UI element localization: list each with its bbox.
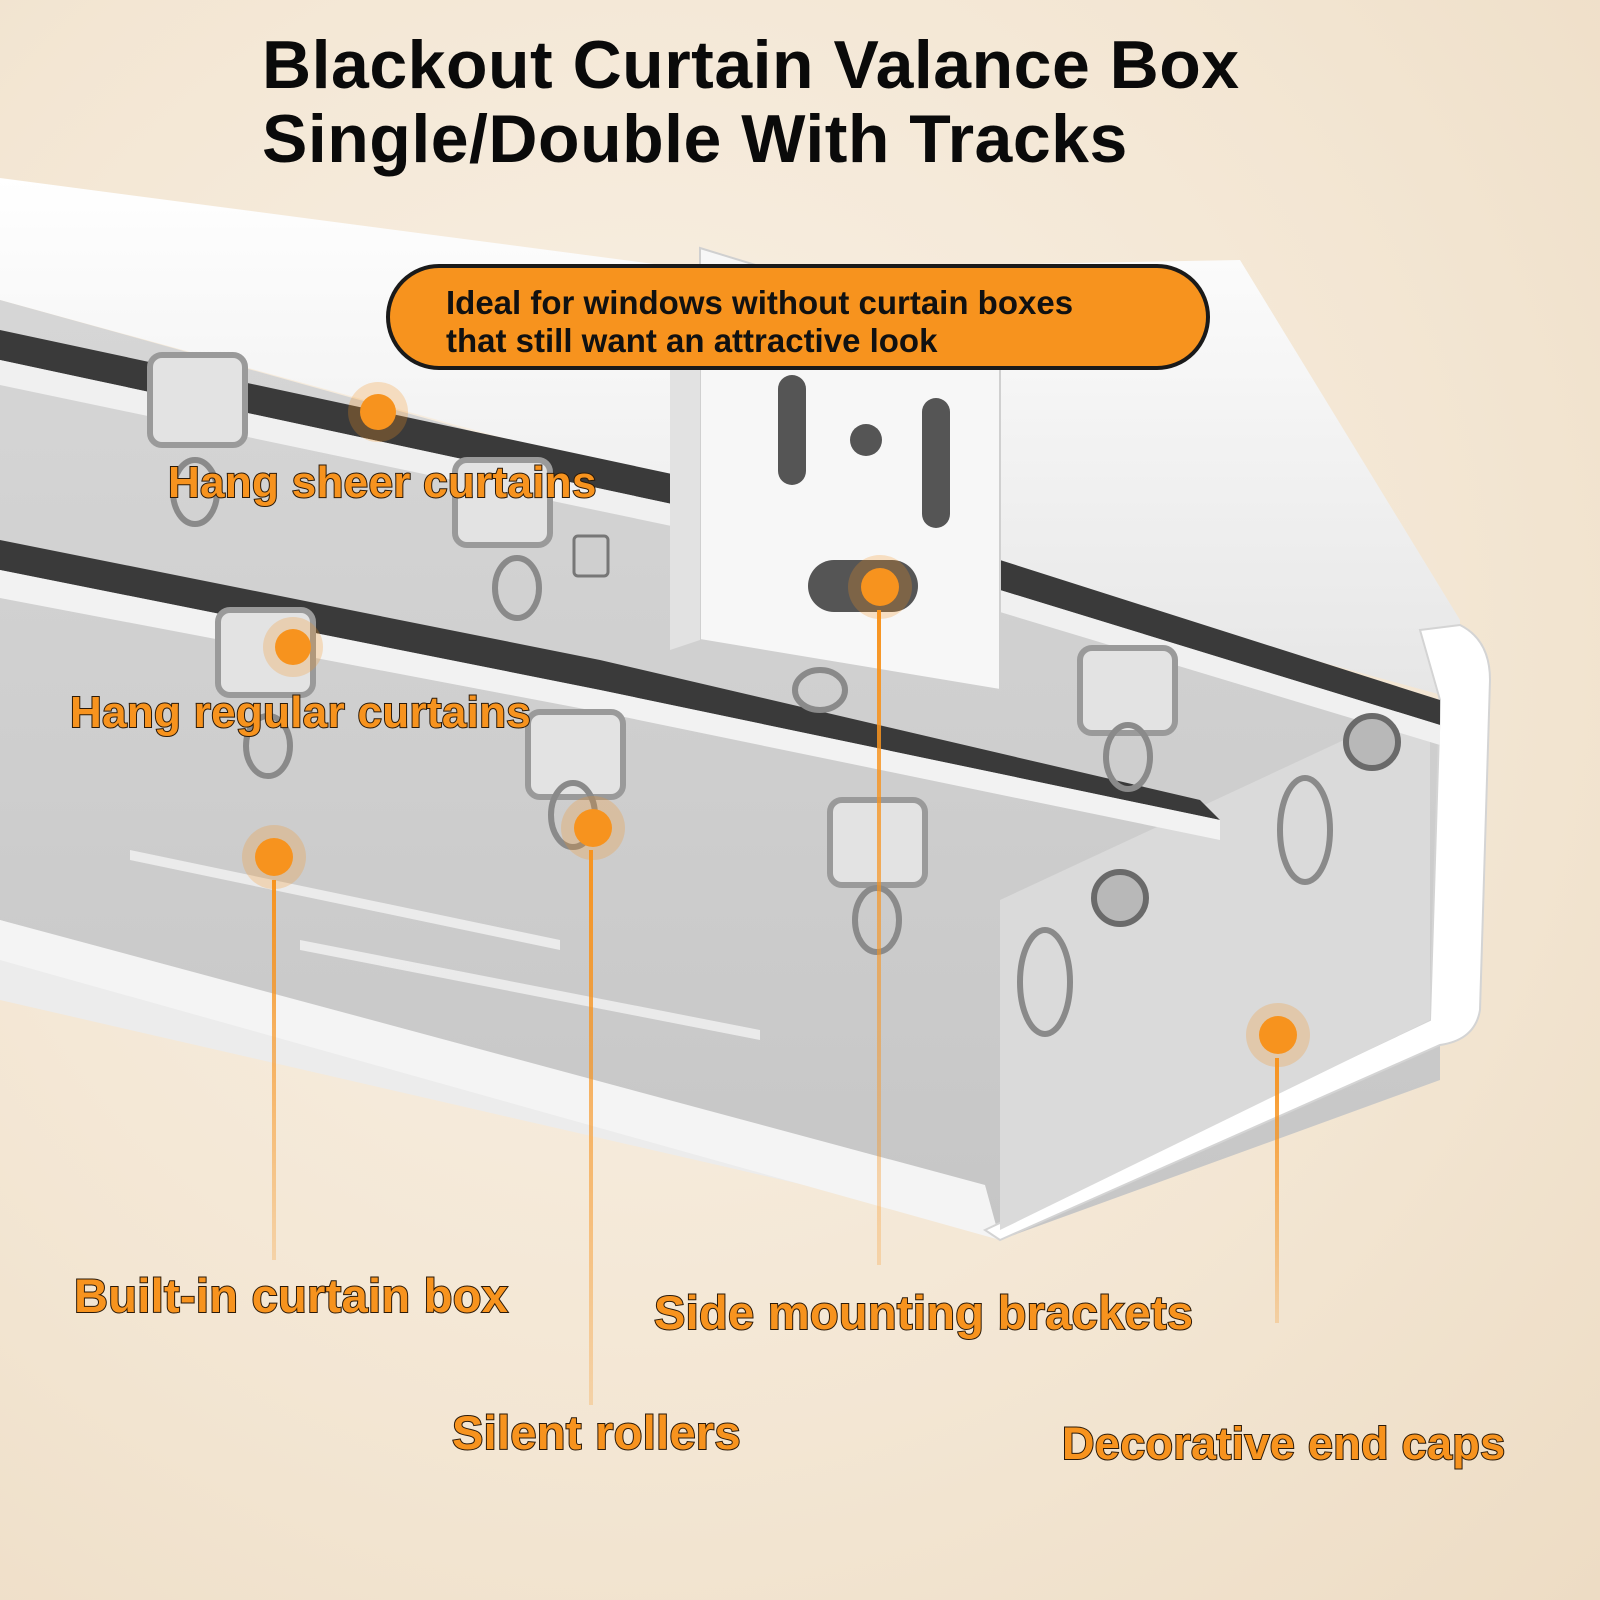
page-title: Blackout Curtain Valance Box Single/Doub… bbox=[262, 28, 1240, 176]
label-built-in-curtain-box: Built-in curtain box bbox=[73, 1268, 509, 1323]
callout-markers bbox=[242, 382, 1310, 1405]
curtain-rollers bbox=[147, 352, 1401, 1037]
marker-sheer bbox=[348, 382, 408, 442]
title-line-2: Single/Double With Tracks bbox=[262, 101, 1128, 177]
marker-regular bbox=[263, 617, 323, 677]
label-hang-regular-curtains: Hang regular curtains bbox=[69, 687, 532, 738]
label-hang-sheer-curtains: Hang sheer curtains bbox=[167, 457, 597, 508]
marker-endcaps bbox=[1246, 1003, 1310, 1323]
marker-box bbox=[242, 825, 306, 1260]
label-side-mounting-brackets: Side mounting brackets bbox=[653, 1285, 1194, 1340]
title-line-1: Blackout Curtain Valance Box bbox=[262, 27, 1240, 103]
marker-rollers bbox=[561, 796, 625, 1405]
callout-line-1: Ideal for windows without curtain boxes bbox=[446, 284, 1074, 321]
label-decorative-end-caps: Decorative end caps bbox=[1061, 1417, 1506, 1470]
label-silent-rollers: Silent rollers bbox=[451, 1405, 742, 1460]
callout-line-2: that still want an attractive look bbox=[446, 322, 938, 359]
callout-banner: Ideal for windows without curtain boxes … bbox=[386, 264, 1210, 370]
marker-brackets bbox=[848, 555, 912, 1265]
